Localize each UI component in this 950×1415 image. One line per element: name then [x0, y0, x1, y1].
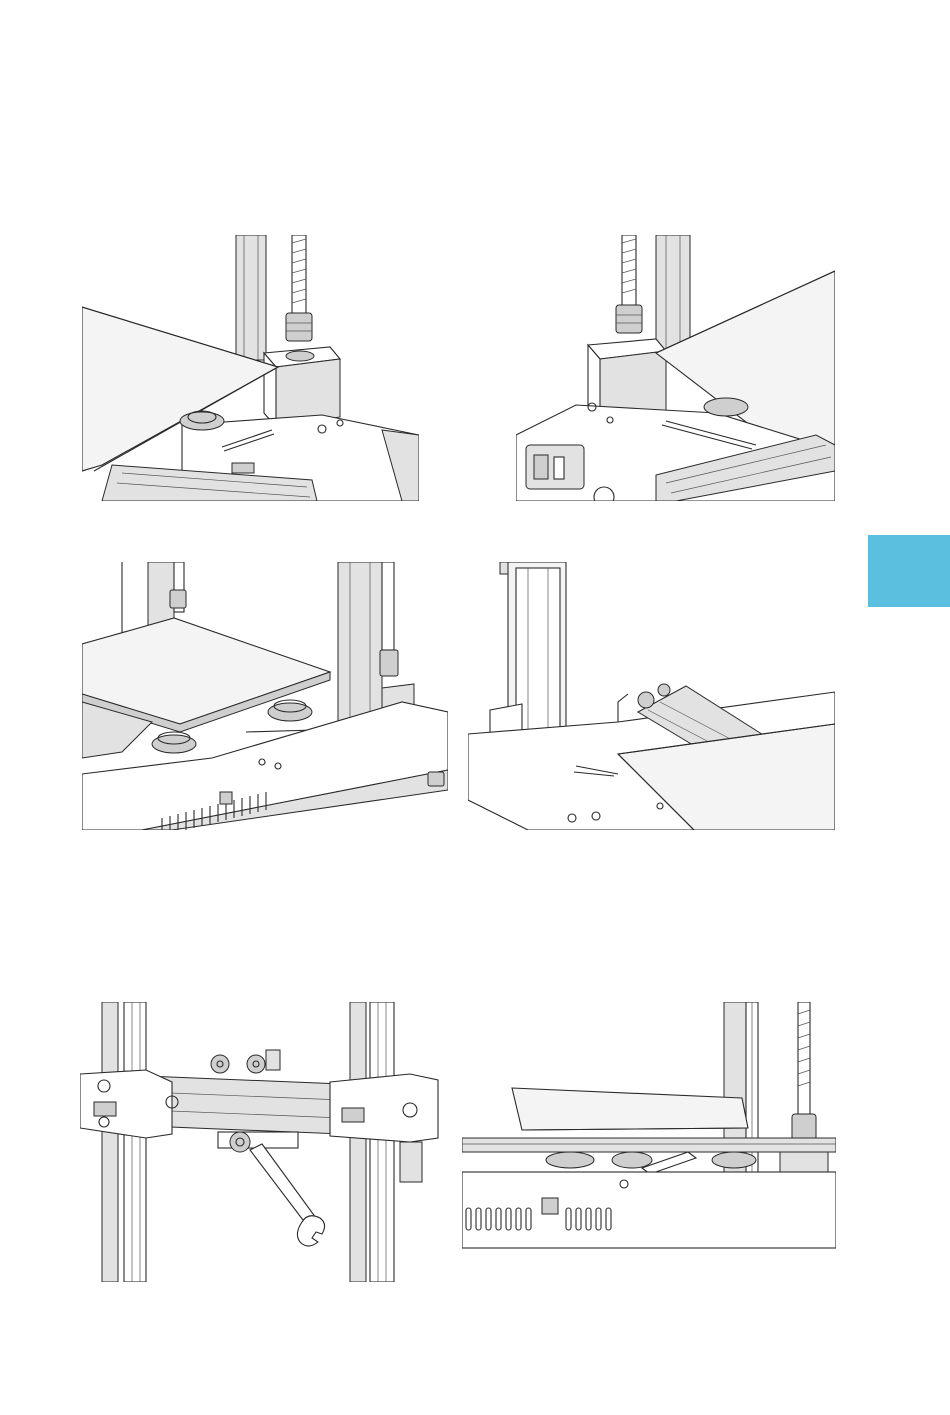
bed-side-view-illustration [462, 1002, 836, 1252]
figure-lead-screw-motor-left [82, 235, 419, 501]
section-tab [868, 535, 950, 607]
printer-base-overview-illustration [82, 562, 448, 830]
figure-printer-base-overview [82, 562, 448, 830]
lead-screw-motor-right-illustration [516, 235, 835, 501]
lead-screw-motor-left-illustration [82, 235, 419, 501]
x-gantry-wrench-illustration [80, 1002, 440, 1282]
figure-x-gantry-wrench [80, 1002, 440, 1282]
figure-bed-side-view [462, 1002, 836, 1252]
section-tab-shape [868, 535, 950, 607]
z-limit-switch-illustration [468, 562, 835, 830]
figure-lead-screw-motor-right [516, 235, 835, 501]
figure-z-limit-switch [468, 562, 835, 830]
